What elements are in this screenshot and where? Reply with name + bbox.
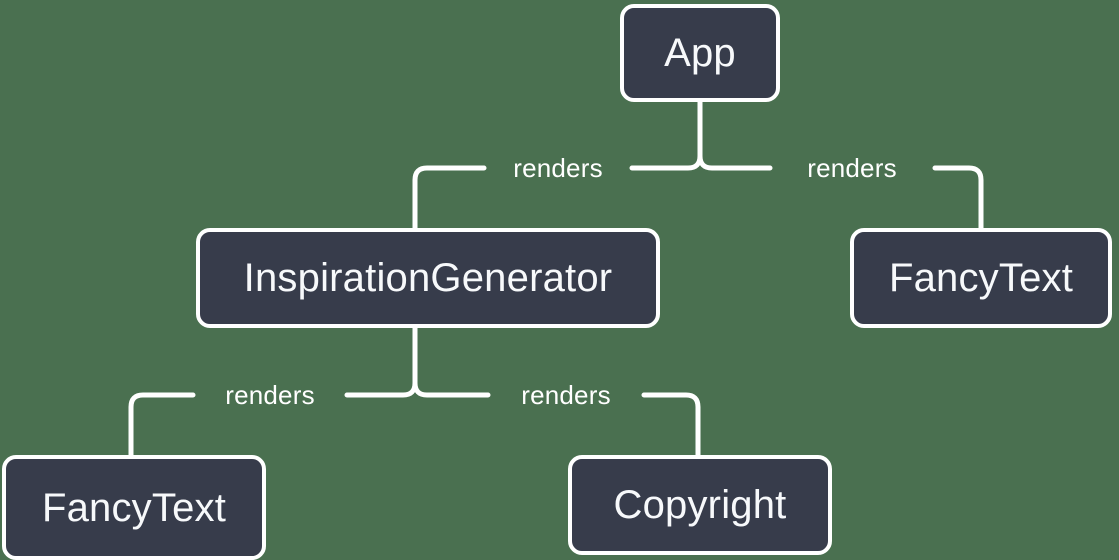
node-inspiration-generator[interactable]: InspirationGenerator <box>196 228 660 328</box>
edge-label-app-fancytext: renders <box>807 153 897 183</box>
node-app-label: App <box>664 31 736 75</box>
node-app[interactable]: App <box>620 4 780 102</box>
node-copyright-label: Copyright <box>613 483 787 527</box>
edge-label-app-inspiration-generator: renders <box>513 153 603 183</box>
edge-app-junction-left <box>629 153 703 171</box>
node-inspiration-generator-label: InspirationGenerator <box>243 256 613 300</box>
edge-inspgen-junction-right <box>412 380 491 398</box>
node-fancytext-right[interactable]: FancyText <box>850 228 1112 328</box>
node-copyright[interactable]: Copyright <box>568 455 832 555</box>
edge-app-junction-right <box>697 153 773 171</box>
edge-label-inspiration-generator-copyright: renders <box>521 380 611 410</box>
edge-inspgen-junction-left <box>344 380 418 398</box>
edge-app-inspgen <box>412 165 487 231</box>
node-fancytext-left[interactable]: FancyText <box>2 455 266 560</box>
node-fancytext-left-label: FancyText <box>41 485 227 530</box>
edge-inspgen-copyright <box>641 392 701 458</box>
edge-app-fancytext <box>932 165 984 231</box>
edge-label-inspiration-generator-fancytext: renders <box>225 380 315 410</box>
node-fancytext-right-label: FancyText <box>888 256 1074 300</box>
edge-inspgen-fancytext <box>128 392 196 458</box>
